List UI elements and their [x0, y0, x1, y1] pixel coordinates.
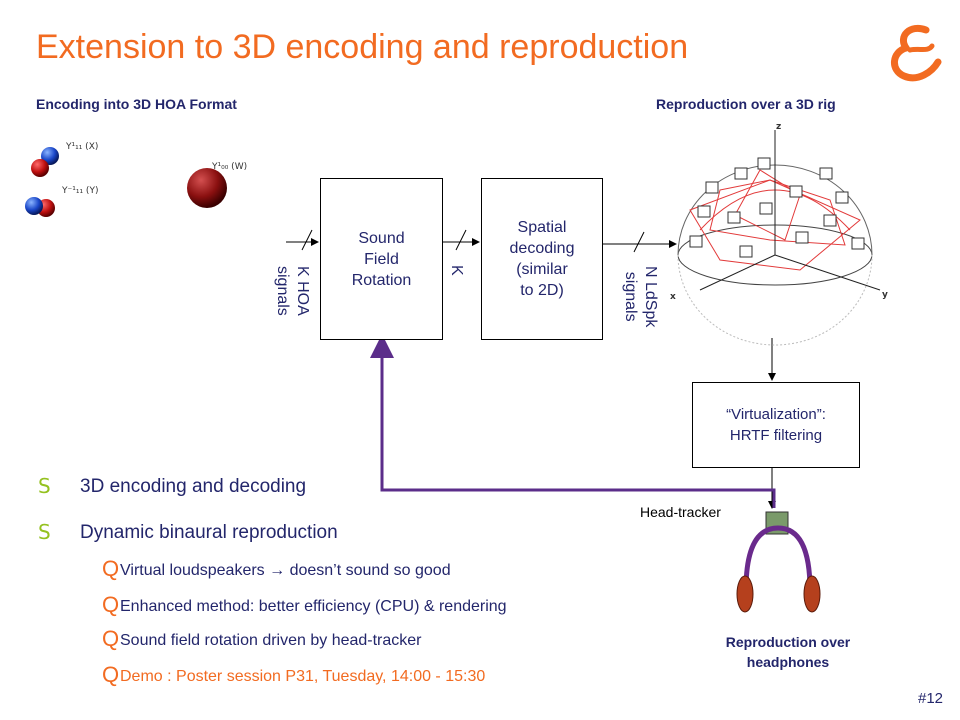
axis-y-label: y [882, 290, 888, 300]
spherical-harmonics-illustration [25, 147, 227, 217]
harmonic-w-icon [187, 168, 227, 208]
bullet-text: 3D encoding and decoding [80, 476, 307, 497]
output-slash [633, 231, 645, 253]
virtualization-block: “Virtualization”: HRTF filtering [692, 382, 860, 468]
right-earcup-icon [803, 575, 821, 613]
bullet-mark: S [38, 520, 51, 544]
sub-bullet-text: Virtual loudspeakers → doesn’t sound so … [120, 562, 451, 579]
bullet-text: Dynamic binaural reproduction [80, 522, 338, 543]
slide-number: #12 [918, 690, 944, 707]
reproduction-header: Reproduction over a 3D rig [656, 96, 836, 112]
loudspeaker-sphere-icon [677, 130, 881, 346]
headphones-label: Reproduction over headphones [725, 634, 851, 670]
encoding-header: Encoding into 3D HOA Format [36, 96, 237, 112]
harmonic-x-icon [31, 147, 59, 177]
harmonic-x-label: Y¹₁₁ (X) [66, 142, 99, 152]
head-tracker-label: Head-tracker [640, 504, 721, 520]
slide-title: Extension to 3D encoding and reproductio… [36, 28, 689, 66]
sub-bullet-text: Sound field rotation driven by head-trac… [120, 632, 422, 649]
sub-bullet-mark: Q [102, 662, 120, 687]
sub-bullet-text: Enhanced method: better efficiency (CPU)… [120, 598, 507, 615]
bullet-mark: S [38, 474, 51, 498]
middle-slash [455, 229, 467, 251]
axis-z-label: z [776, 122, 782, 132]
harmonic-y-label: Y⁻¹₁₁ (Y) [62, 186, 99, 196]
sub-bullet-mark: Q [102, 592, 120, 617]
orange-ampersand-logo [891, 25, 942, 82]
head-tracker-feedback-arrow [370, 334, 776, 508]
sub-bullet-mark: Q [102, 626, 120, 651]
sound-field-rotation-block: Sound Field Rotation [320, 178, 443, 340]
input-signals-label: K HOA signals [274, 266, 311, 316]
axis-x-label: x [670, 292, 676, 302]
harmonic-y-icon [25, 197, 55, 217]
headphones-band [743, 525, 813, 591]
middle-signals-label: K [448, 265, 465, 276]
sub-bullet-text: Demo : Poster session P31, Tuesday, 14:0… [120, 668, 486, 685]
spatial-decoding-block: Spatial decoding (similar to 2D) [481, 178, 603, 340]
sub-bullet-mark: Q [102, 556, 120, 581]
harmonic-w-label: Y¹₀₀ (W) [212, 162, 248, 172]
left-earcup-icon [736, 575, 754, 613]
input-slash [301, 229, 313, 251]
output-signals-label: N LdSpk signals [622, 266, 659, 328]
